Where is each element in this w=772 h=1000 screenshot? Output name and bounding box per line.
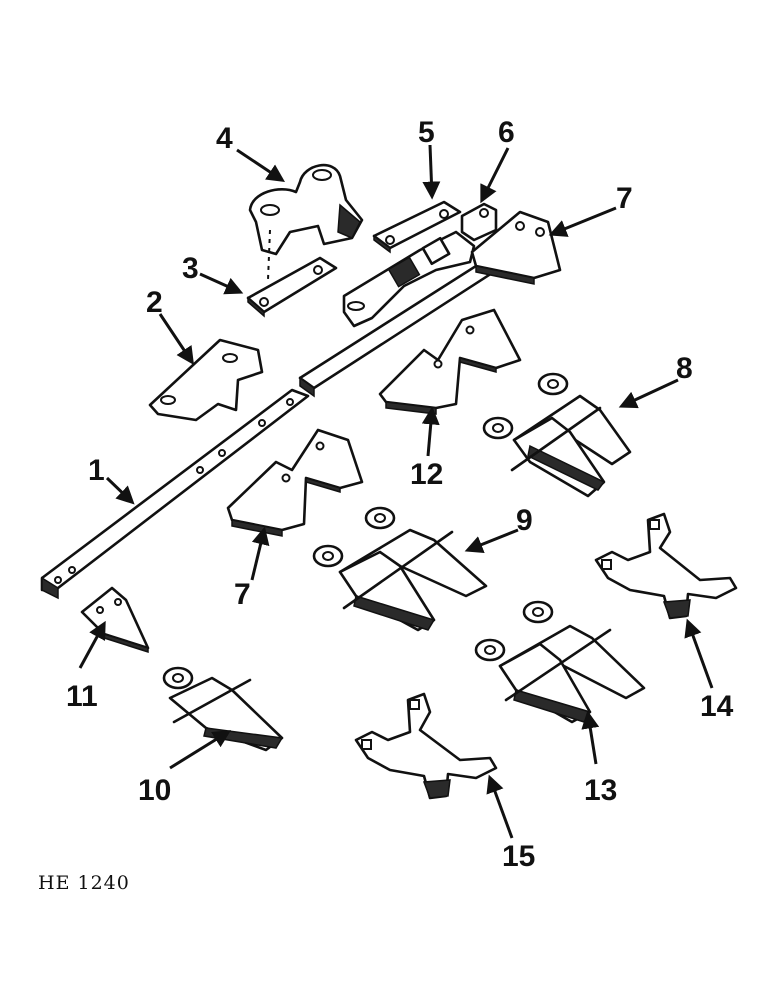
figure-reference-code: HE 1240: [38, 872, 130, 894]
part-5-plate: [372, 200, 462, 254]
part-7-section-upper: [470, 210, 562, 285]
callout-7-upper: 7: [616, 182, 633, 215]
part-11-small-section: [80, 586, 150, 654]
callout-15: 15: [502, 840, 535, 873]
callout-11: 11: [66, 680, 98, 713]
part-9-double-guard: [312, 506, 488, 632]
part-1-knife-bar: [40, 388, 310, 600]
callout-10: 10: [138, 774, 171, 807]
part-14-hold-down: [594, 512, 738, 620]
callout-8: 8: [676, 352, 693, 385]
part-4-knife-head: [248, 163, 364, 281]
leader-lines: [78, 144, 714, 839]
part-10-single-guard: [162, 666, 284, 752]
callout-2: 2: [146, 286, 163, 319]
callout-4: 4: [216, 122, 233, 155]
callout-6: 6: [498, 116, 515, 149]
callout-1: 1: [88, 454, 105, 487]
part-15-hold-down: [354, 692, 498, 800]
callout-7-lower: 7: [234, 578, 251, 611]
callout-9: 9: [516, 504, 533, 537]
part-2-clip: [148, 338, 264, 422]
callout-5: 5: [418, 116, 435, 149]
part-13-double-guard: [474, 600, 646, 724]
callout-12: 12: [410, 458, 443, 491]
part-8-double-guard: [482, 372, 632, 498]
callout-14: 14: [700, 690, 734, 723]
part-7-section-lower: [226, 428, 364, 537]
callout-13: 13: [584, 774, 617, 807]
part-3-plate: [246, 256, 338, 318]
callout-3: 3: [182, 252, 199, 285]
part-6-block: [342, 202, 498, 328]
callout-labels: 1 2 3 4 5 6 7 7 8 9 10 11 12 13 14 15: [66, 116, 734, 873]
